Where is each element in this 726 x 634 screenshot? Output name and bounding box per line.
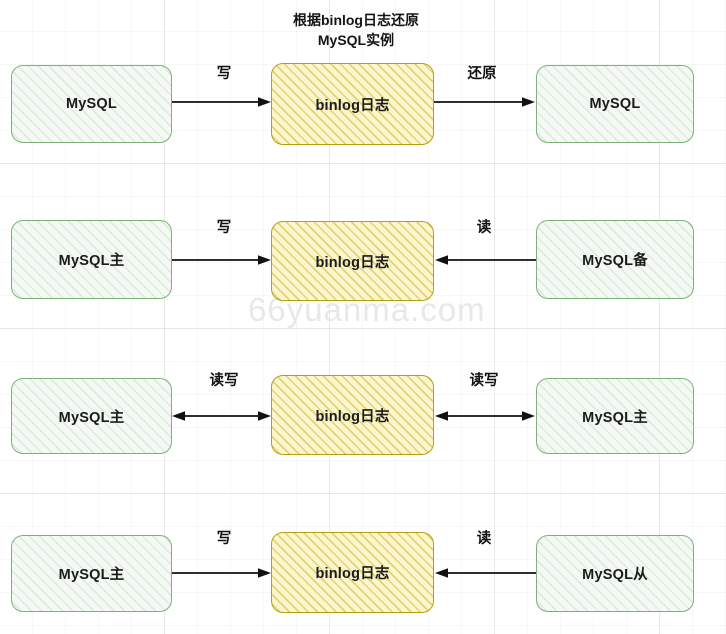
arrow-row4-left bbox=[172, 568, 271, 578]
edge-label-row2-right: 读 bbox=[476, 220, 492, 236]
node-row3-left[interactable]: MySQL主 bbox=[11, 378, 172, 454]
node-label: MySQL bbox=[589, 96, 641, 112]
node-row3-right[interactable]: MySQL主 bbox=[536, 378, 694, 454]
arrow-row3-left bbox=[172, 411, 271, 421]
node-row1-right[interactable]: MySQL bbox=[536, 65, 694, 143]
node-label: MySQL从 bbox=[582, 567, 648, 583]
edge-label-row3-left: 读写 bbox=[209, 373, 239, 389]
edge-label-row2-left: 写 bbox=[216, 220, 232, 236]
node-row1-center[interactable]: binlog日志 bbox=[271, 63, 434, 145]
node-label: MySQL主 bbox=[582, 409, 648, 426]
node-row2-right[interactable]: MySQL备 bbox=[536, 220, 694, 299]
node-row3-center[interactable]: binlog日志 bbox=[271, 375, 434, 455]
node-label: MySQL主 bbox=[58, 409, 125, 426]
node-label: MySQL主 bbox=[58, 567, 125, 583]
arrow-row2-left bbox=[172, 255, 271, 265]
diagram-title-line-2: MySQL实例 bbox=[317, 32, 395, 49]
arrow-row3-right bbox=[435, 411, 535, 421]
arrow-row1-left bbox=[172, 97, 271, 107]
edge-label-row1-right: 还原 bbox=[467, 66, 497, 82]
node-label: MySQL bbox=[66, 96, 117, 112]
node-row4-left[interactable]: MySQL主 bbox=[11, 535, 172, 612]
diagram-title-line-1: 根据binlog日志还原 bbox=[293, 12, 419, 28]
node-label: binlog日志 bbox=[315, 408, 390, 425]
arrow-row4-right bbox=[435, 568, 536, 578]
node-row1-left[interactable]: MySQL bbox=[11, 65, 172, 143]
node-label: binlog日志 bbox=[315, 97, 390, 114]
node-row2-left[interactable]: MySQL主 bbox=[11, 220, 172, 299]
node-label: binlog日志 bbox=[315, 254, 390, 271]
node-row4-right[interactable]: MySQL从 bbox=[536, 535, 694, 612]
node-label: MySQL备 bbox=[582, 253, 648, 269]
node-row2-center[interactable]: binlog日志 bbox=[271, 221, 434, 301]
edge-label-row1-left: 写 bbox=[216, 66, 232, 82]
diagram-title: 根据binlog日志还原 MySQL实例 bbox=[293, 10, 419, 51]
node-label: MySQL主 bbox=[58, 253, 125, 269]
node-row4-center[interactable]: binlog日志 bbox=[271, 532, 434, 613]
edge-label-row4-right: 读 bbox=[476, 531, 492, 547]
edge-label-row4-left: 写 bbox=[216, 531, 232, 547]
arrow-row2-right bbox=[435, 255, 536, 265]
node-label: binlog日志 bbox=[315, 566, 390, 582]
arrow-row1-right bbox=[434, 97, 535, 107]
edge-label-row3-right: 读写 bbox=[469, 373, 499, 389]
